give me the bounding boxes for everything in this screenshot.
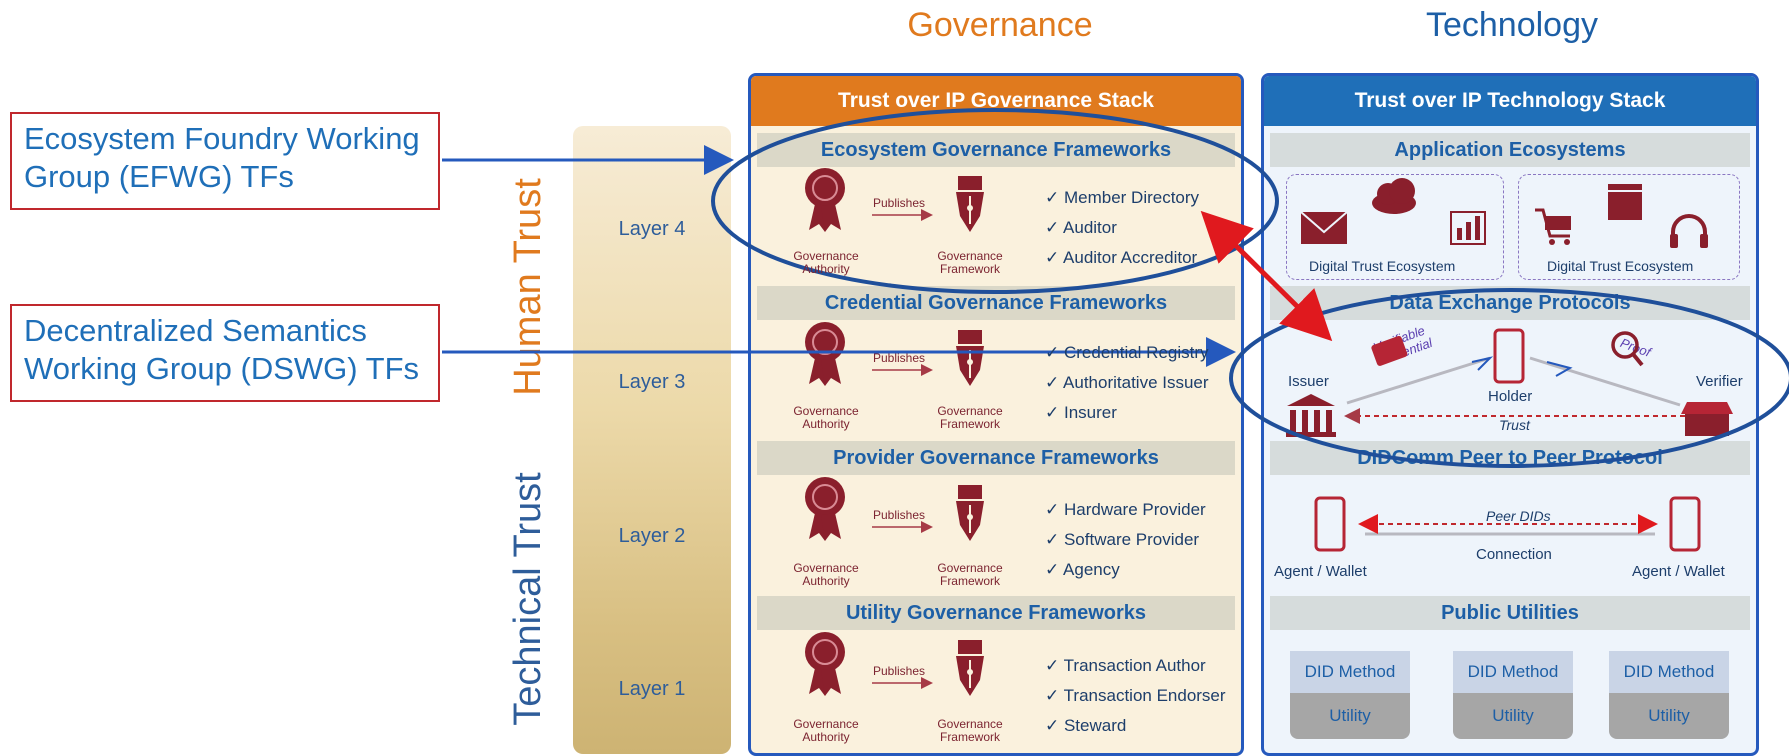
ecosystem-label-2: Digital Trust Ecosystem xyxy=(1547,258,1694,274)
did-method-label: DID Method xyxy=(1290,651,1410,693)
layer-3-label: Layer 3 xyxy=(618,371,686,393)
section-item: ✓ Auditor Accreditor xyxy=(1045,248,1198,267)
layer-1-label: Layer 1 xyxy=(618,678,686,700)
utility-label: Utility xyxy=(1609,693,1729,739)
efwg-line-1: Ecosystem Foundry Working xyxy=(24,121,420,156)
peer-dids-label: Peer DIDs xyxy=(1486,508,1551,524)
ecosystem-box-2 xyxy=(1518,174,1740,280)
publishes-label: Publishes xyxy=(873,508,926,522)
issuer-label: Issuer xyxy=(1288,373,1329,390)
section-item: ✓ Auditor xyxy=(1045,218,1117,237)
proof-label: Proof xyxy=(1618,335,1653,360)
utility-label: Utility xyxy=(1453,693,1573,739)
governance-section-title: Provider Governance Frameworks xyxy=(757,441,1235,475)
section-item: ✓ Hardware Provider xyxy=(1045,500,1206,519)
dswg-line-1: Decentralized Semantics xyxy=(24,313,367,348)
governance-section-title: Utility Governance Frameworks xyxy=(757,596,1235,630)
trust-label: Trust xyxy=(1499,417,1530,433)
layer-2-label: Layer 2 xyxy=(618,525,686,547)
section-item: ✓ Member Directory xyxy=(1045,188,1200,207)
application-ecosystems-title: Application Ecosystems xyxy=(1270,133,1750,167)
did-method-label: DID Method xyxy=(1609,651,1729,693)
section-item: ✓ Credential Registry xyxy=(1045,343,1209,362)
did-method-box-2: DID Method Utility xyxy=(1453,651,1573,739)
section-item: ✓ Authoritative Issuer xyxy=(1045,373,1209,392)
technology-stack: Trust over IP Technology Stack Applicati… xyxy=(1261,73,1759,756)
holder-label: Holder xyxy=(1488,388,1533,405)
ecosystem-label-1: Digital Trust Ecosystem xyxy=(1309,258,1456,274)
connection-label: Connection xyxy=(1476,546,1552,563)
credential-label: Verifiable Credential xyxy=(1369,323,1434,370)
dswg-line-2: Working Group (DSWG) TFs xyxy=(24,351,420,386)
section-item: ✓ Transaction Endorser xyxy=(1045,686,1226,705)
governance-header: Governance xyxy=(907,6,1093,44)
section-item: ✓ Agency xyxy=(1045,560,1120,579)
publishes-label: Publishes xyxy=(873,351,926,365)
section-item: ✓ Software Provider xyxy=(1045,530,1200,549)
did-method-box-3: DID Method Utility xyxy=(1609,651,1729,739)
data-exchange-title: Data Exchange Protocols xyxy=(1270,286,1750,320)
layer-4-label: Layer 4 xyxy=(618,218,686,240)
verifier-label: Verifier xyxy=(1696,373,1743,390)
technical-trust-label: Technical Trust xyxy=(507,472,549,726)
utility-label: Utility xyxy=(1290,693,1410,739)
publishes-label: Publishes xyxy=(873,196,926,210)
didcomm-title: DIDComm Peer to Peer Protocol xyxy=(1270,441,1750,475)
dswg-callout: Decentralized Semantics Working Group (D… xyxy=(10,304,440,402)
did-method-label: DID Method xyxy=(1453,651,1573,693)
governance-section-title: Ecosystem Governance Frameworks xyxy=(757,133,1235,167)
public-utilities-title: Public Utilities xyxy=(1270,596,1750,630)
section-item: ✓ Transaction Author xyxy=(1045,656,1206,675)
section-item: ✓ Steward xyxy=(1045,716,1127,735)
layer-bar xyxy=(573,126,731,754)
agent-wallet-right-label: Agent / Wallet xyxy=(1632,563,1725,580)
governance-section-title: Credential Governance Frameworks xyxy=(757,286,1235,320)
efwg-callout: Ecosystem Foundry Working Group (EFWG) T… xyxy=(10,112,440,210)
agent-wallet-left-label: Agent / Wallet xyxy=(1274,563,1367,580)
governance-stack-title: Trust over IP Governance Stack xyxy=(751,76,1241,126)
did-method-box-1: DID Method Utility xyxy=(1290,651,1410,739)
section-item: ✓ Insurer xyxy=(1045,403,1117,422)
efwg-line-2: Group (EFWG) TFs xyxy=(24,159,294,194)
human-trust-label: Human Trust xyxy=(507,178,549,396)
technology-stack-title: Trust over IP Technology Stack xyxy=(1264,76,1756,126)
technology-header: Technology xyxy=(1425,6,1598,44)
publishes-label: Publishes xyxy=(873,664,926,678)
